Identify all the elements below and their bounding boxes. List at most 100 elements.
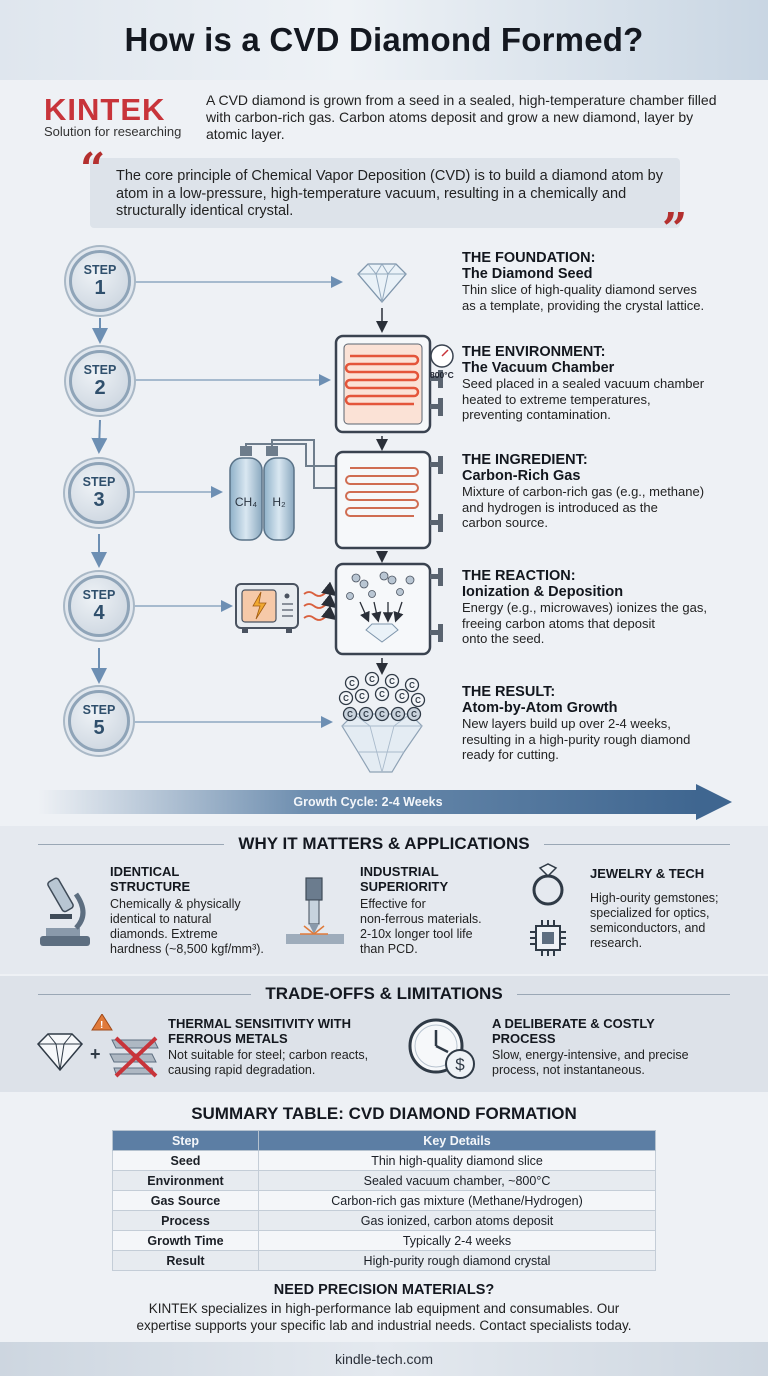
why-heading: WHY IT MATTERS & APPLICATIONS (38, 834, 731, 854)
table-cell-details: Carbon-rich gas mixture (Methane/Hydroge… (258, 1190, 656, 1211)
step-desc-line: carbon source. (462, 515, 548, 530)
step-desc-line: resulting in a high-purity rough diamond (462, 731, 691, 747)
carbon-atom-icon: C (364, 671, 380, 687)
table-cell-details: Sealed vacuum chamber, ~800°C (258, 1170, 656, 1191)
step-title-line2: The Diamond Seed (462, 266, 593, 282)
table-cell-step: Process (112, 1210, 259, 1231)
step-desc-line: New layers build up over 2-4 weeks, (462, 716, 671, 731)
microwave-energy-icon (235, 583, 299, 633)
why-item-desc: Effective for (360, 897, 426, 911)
tradeoff-item-desc: Slow, energy-intensive, and precise (492, 1048, 689, 1062)
diamond-seed-icon (357, 263, 407, 303)
why-item-desc: than PCD. (360, 942, 418, 956)
process-illustration: 800°C CH₄ H₂ (91, 263, 454, 773)
step-desc-line: heated to extreme temperatures, (462, 391, 651, 407)
why-item-desc: identical to natural (110, 912, 212, 926)
tradeoffs-heading: TRADE-OFFS & LIMITATIONS (38, 984, 731, 1004)
svg-text:C: C (349, 679, 355, 688)
carbon-atom-icon: C (390, 706, 406, 722)
step-title-line1: THE INGREDIENT: (462, 452, 588, 468)
reaction-chamber-icon (334, 562, 443, 656)
step-desc-line: Energy (e.g., microwaves) ionizes the ga… (462, 600, 707, 615)
drill-icon (286, 877, 344, 944)
atom-growth-icon (341, 713, 423, 773)
why-item-desc: Chemically & physically (110, 897, 241, 911)
cta-title: NEED PRECISION MATERIALS? (273, 1282, 495, 1298)
svg-text:C: C (369, 675, 375, 684)
step-title-line1: THE RESULT: (462, 684, 556, 700)
svg-text:C: C (379, 710, 385, 719)
step-desc-line: as a template, providing the crystal lat… (462, 297, 705, 313)
step-desc-line: and hydrogen is introduced as the (462, 499, 658, 515)
tradeoffs-title: TRADE-OFFS & LIMITATIONS (265, 984, 503, 1003)
carbon-atom-icon: C (394, 688, 410, 704)
tradeoff-item-title: FERROUS METALS (168, 1031, 288, 1046)
step-desc-line: ready for cutting. (462, 747, 559, 762)
step-label: STEP (82, 702, 116, 717)
table-cell-step: Gas Source (112, 1190, 259, 1211)
gas-chamber-icon (334, 450, 443, 550)
svg-text:C: C (415, 696, 421, 705)
why-item-desc: specialized for optics, (590, 906, 710, 920)
step-number: 1 (94, 276, 106, 299)
why-item-desc: diamonds. Extreme (110, 927, 218, 941)
growth-cycle-label: Growth Cycle: 2-4 Weeks (293, 795, 443, 809)
step-number: 5 (93, 716, 105, 739)
why-item-desc: semiconductors, and (590, 921, 706, 935)
tradeoff-item-desc: process, not instantaneous. (492, 1063, 645, 1077)
carbon-atom-icon: C (338, 690, 354, 706)
step-label: STEP (83, 262, 117, 277)
step-label: STEP (83, 362, 117, 377)
tradeoff-item-desc: causing rapid degradation. (168, 1063, 316, 1077)
gas-label-right: H₂ (272, 495, 286, 509)
why-item-desc: hardness (~8,500 kgf/mm³). (110, 942, 264, 956)
step-title-line2: Carbon-Rich Gas (462, 468, 581, 484)
table-cell-step: Environment (112, 1170, 259, 1191)
table-cell-step: Result (112, 1250, 259, 1271)
step-title-line1: THE FOUNDATION: (462, 250, 596, 266)
svg-text:C: C (411, 710, 417, 719)
summary-title: SUMMARY TABLE: CVD DIAMOND FORMATION (191, 1104, 577, 1123)
growth-cycle-bar: Growth Cycle: 2-4 Weeks (38, 790, 698, 814)
carbon-atom-icon: C (342, 706, 358, 722)
brand-logo: KINTEK (44, 92, 166, 127)
step-number: 3 (93, 488, 105, 511)
carbon-atom-icon: C (406, 706, 422, 722)
carbon-atom-icon: C (344, 675, 360, 691)
svg-text:C: C (343, 694, 349, 703)
carbon-atom-icon: C (384, 673, 400, 689)
carbon-atom-icon: C (358, 706, 374, 722)
table-cell-details: High-purity rough diamond crystal (258, 1250, 656, 1271)
carbon-atom-icon: C (374, 686, 390, 702)
step-desc-line: preventing contamination. (462, 407, 611, 422)
why-item-desc: research. (590, 936, 643, 950)
gas-label-left: CH₄ (235, 495, 257, 509)
growth-arrow-icon (696, 784, 732, 820)
tradeoff-item-desc: Not suitable for steel; carbon reacts, (168, 1048, 369, 1062)
summary-col-step: Step (112, 1130, 259, 1151)
gauge-temp: 800°C (430, 370, 454, 380)
why-item-desc: 2-10x longer tool life (360, 927, 473, 941)
step-title-line1: THE REACTION: (462, 568, 576, 584)
svg-text:$: $ (455, 1055, 465, 1074)
microscope-icon (40, 877, 90, 946)
why-section (0, 826, 768, 974)
title-bar: How is a CVD Diamond Formed? (0, 0, 768, 80)
summary-col-details: Key Details (258, 1130, 656, 1151)
step-desc-line: Mixture of carbon-rich gas (e.g., methan… (462, 484, 705, 499)
why-item-desc: non-ferrous materials. (360, 912, 482, 926)
footer-url[interactable]: kindle-tech.com (334, 1351, 434, 1367)
